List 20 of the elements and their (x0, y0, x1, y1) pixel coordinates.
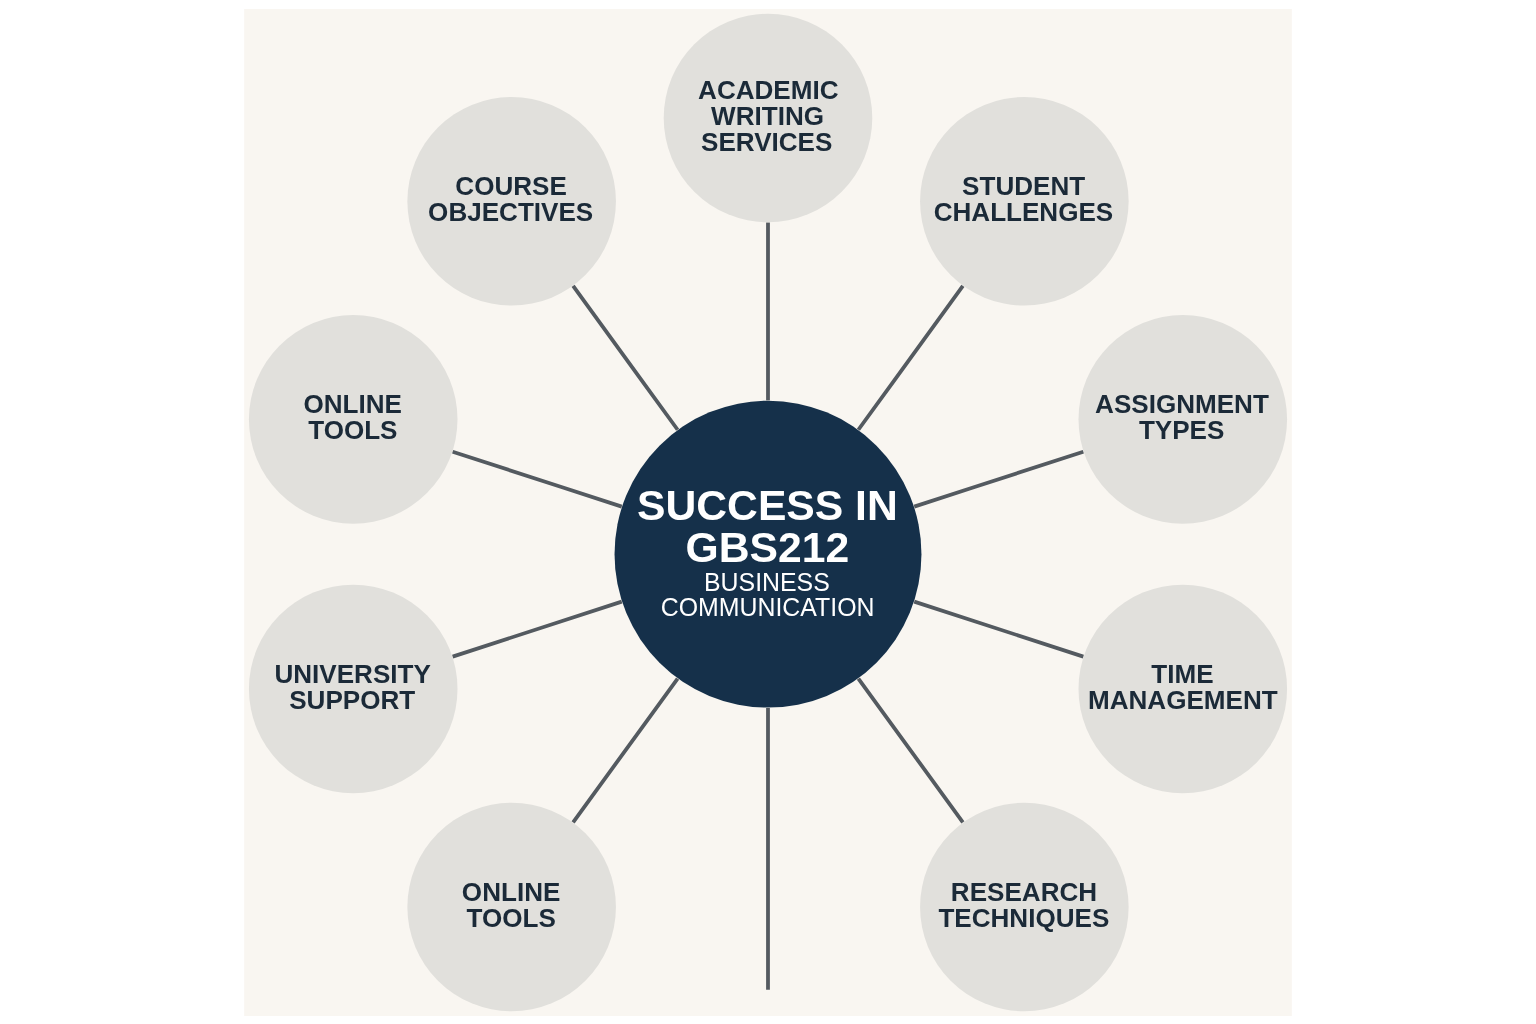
node-circle: SUCCESS IN GBS212 BUSINESS COMMUNICATION (614, 400, 922, 708)
node-circle: UNIVERSITY SUPPORT (248, 584, 458, 793)
node-circle: RESEARCH TECHNIQUES (920, 802, 1129, 1011)
connector (452, 449, 623, 508)
connector (856, 284, 965, 431)
connector (913, 599, 1084, 658)
connector (766, 222, 770, 400)
connector (913, 449, 1084, 508)
node-circle: ONLINE TOOLS (248, 314, 458, 524)
connector (571, 284, 680, 431)
connector (766, 707, 770, 990)
node-circle: ASSIGNMENT TYPES (1078, 314, 1288, 524)
connector (856, 676, 965, 823)
connector (452, 599, 623, 658)
node-circle: STUDENT CHALLENGES (920, 96, 1129, 306)
node-circle: COURSE OBJECTIVES (407, 96, 616, 306)
node-circle: ACADEMIC WRITING SERVICES (663, 13, 873, 222)
connector (571, 676, 680, 823)
node-circle: TIME MANAGEMENT (1078, 584, 1288, 793)
node-circle: ONLINE TOOLS (407, 802, 616, 1011)
